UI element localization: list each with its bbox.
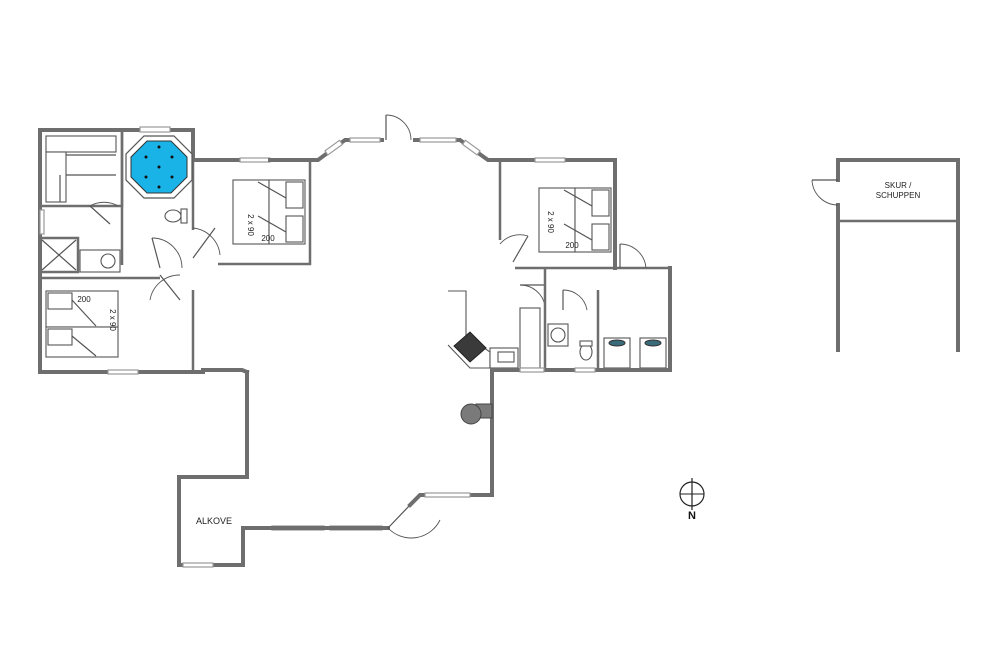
north-label: N <box>688 510 696 522</box>
living-area: ALKOVE <box>177 114 541 568</box>
kitchen-counter-right <box>519 307 541 369</box>
washer-drum <box>608 339 626 347</box>
sauna-door-swing <box>89 201 119 207</box>
window <box>239 157 271 163</box>
kitchen-sink <box>497 351 515 363</box>
window <box>182 562 214 568</box>
blanket-fold <box>563 189 593 207</box>
bed-length-label: 200 <box>261 234 275 243</box>
spa-jet <box>157 185 161 189</box>
shed-door-swing <box>811 179 839 206</box>
pillow <box>285 215 304 243</box>
spa-jet <box>170 175 174 179</box>
bed-1a <box>232 179 270 245</box>
sauna-bench-left <box>45 151 67 203</box>
door-bedroom1-swing <box>192 227 221 256</box>
pillow <box>591 189 610 217</box>
bed-size-label: 2 x 90 <box>546 211 555 233</box>
pillow <box>591 223 610 251</box>
sauna-bench-top <box>45 135 117 153</box>
door-bath-swing <box>151 237 183 269</box>
spa-jet <box>144 175 148 179</box>
toilet-right-tank <box>579 340 593 347</box>
window <box>424 492 471 498</box>
wall-left-bottom <box>136 368 250 375</box>
door-bath2-swing <box>519 284 546 307</box>
blanket-fold <box>257 181 287 199</box>
blanket-fold <box>563 223 593 241</box>
window <box>461 139 481 156</box>
door-bottom <box>387 504 411 529</box>
blanket-fold <box>71 299 97 327</box>
door-bottom-swing <box>387 519 441 539</box>
spa-jet <box>144 155 148 159</box>
shower-diag-2 <box>41 239 77 271</box>
door-bedroom1 <box>192 227 216 259</box>
bed-size-label: 2 x 90 <box>108 309 117 331</box>
toilet-left-tank <box>180 208 188 224</box>
bed-size-label: 2 x 90 <box>246 214 255 236</box>
blanket-fold <box>257 215 287 233</box>
pillow <box>285 181 304 209</box>
bed-length-label: 200 <box>565 241 579 250</box>
door-bedroom2-swing <box>499 234 529 245</box>
left-wing: 2 x 90 200 200 2 x 90 <box>38 126 312 375</box>
door-bedroom3-swing <box>149 274 181 301</box>
bath-sink <box>100 253 116 269</box>
wall-bottom-right <box>407 418 494 508</box>
shed: SKUR / SCHUPPEN <box>811 158 960 352</box>
dryer-drum <box>644 339 662 347</box>
stove <box>453 331 487 363</box>
pillow <box>47 292 73 310</box>
window <box>107 369 139 375</box>
blanket-fold <box>71 335 97 357</box>
spa-jet <box>157 165 161 169</box>
window <box>519 367 545 373</box>
wall-right-bottom <box>490 266 672 372</box>
wall-alcove <box>177 370 272 567</box>
window <box>324 139 344 156</box>
wall-spa-top <box>191 128 242 162</box>
shed-wall-top-right <box>836 158 960 352</box>
window <box>534 157 566 163</box>
shower <box>38 236 80 274</box>
shed-label-2: SCHUPPEN <box>876 191 921 200</box>
right-wing: 2 x 90 200 <box>490 157 672 373</box>
door-utility-swing <box>619 243 647 269</box>
fireplace <box>460 403 482 425</box>
door-wc-swing <box>562 289 588 311</box>
bed-length-label: 200 <box>77 295 91 304</box>
window <box>39 209 45 235</box>
window <box>139 126 171 133</box>
bath-sink-right <box>550 327 566 343</box>
door-bedroom2 <box>512 235 529 263</box>
spa-jet <box>157 145 161 149</box>
door-bedroom3 <box>159 274 181 301</box>
sauna-door <box>89 205 111 225</box>
toilet-left <box>164 209 182 223</box>
wall-top-right <box>413 138 502 162</box>
alcove-label: ALKOVE <box>196 516 232 526</box>
door-bath <box>151 237 161 269</box>
shed-label-1: SKUR / <box>885 181 912 190</box>
north-arrow: N <box>679 478 705 522</box>
door-top-swing <box>385 114 412 141</box>
spa-jet <box>170 155 174 159</box>
window <box>419 137 457 143</box>
pillow <box>47 328 73 346</box>
window <box>349 137 381 143</box>
window <box>574 367 596 373</box>
